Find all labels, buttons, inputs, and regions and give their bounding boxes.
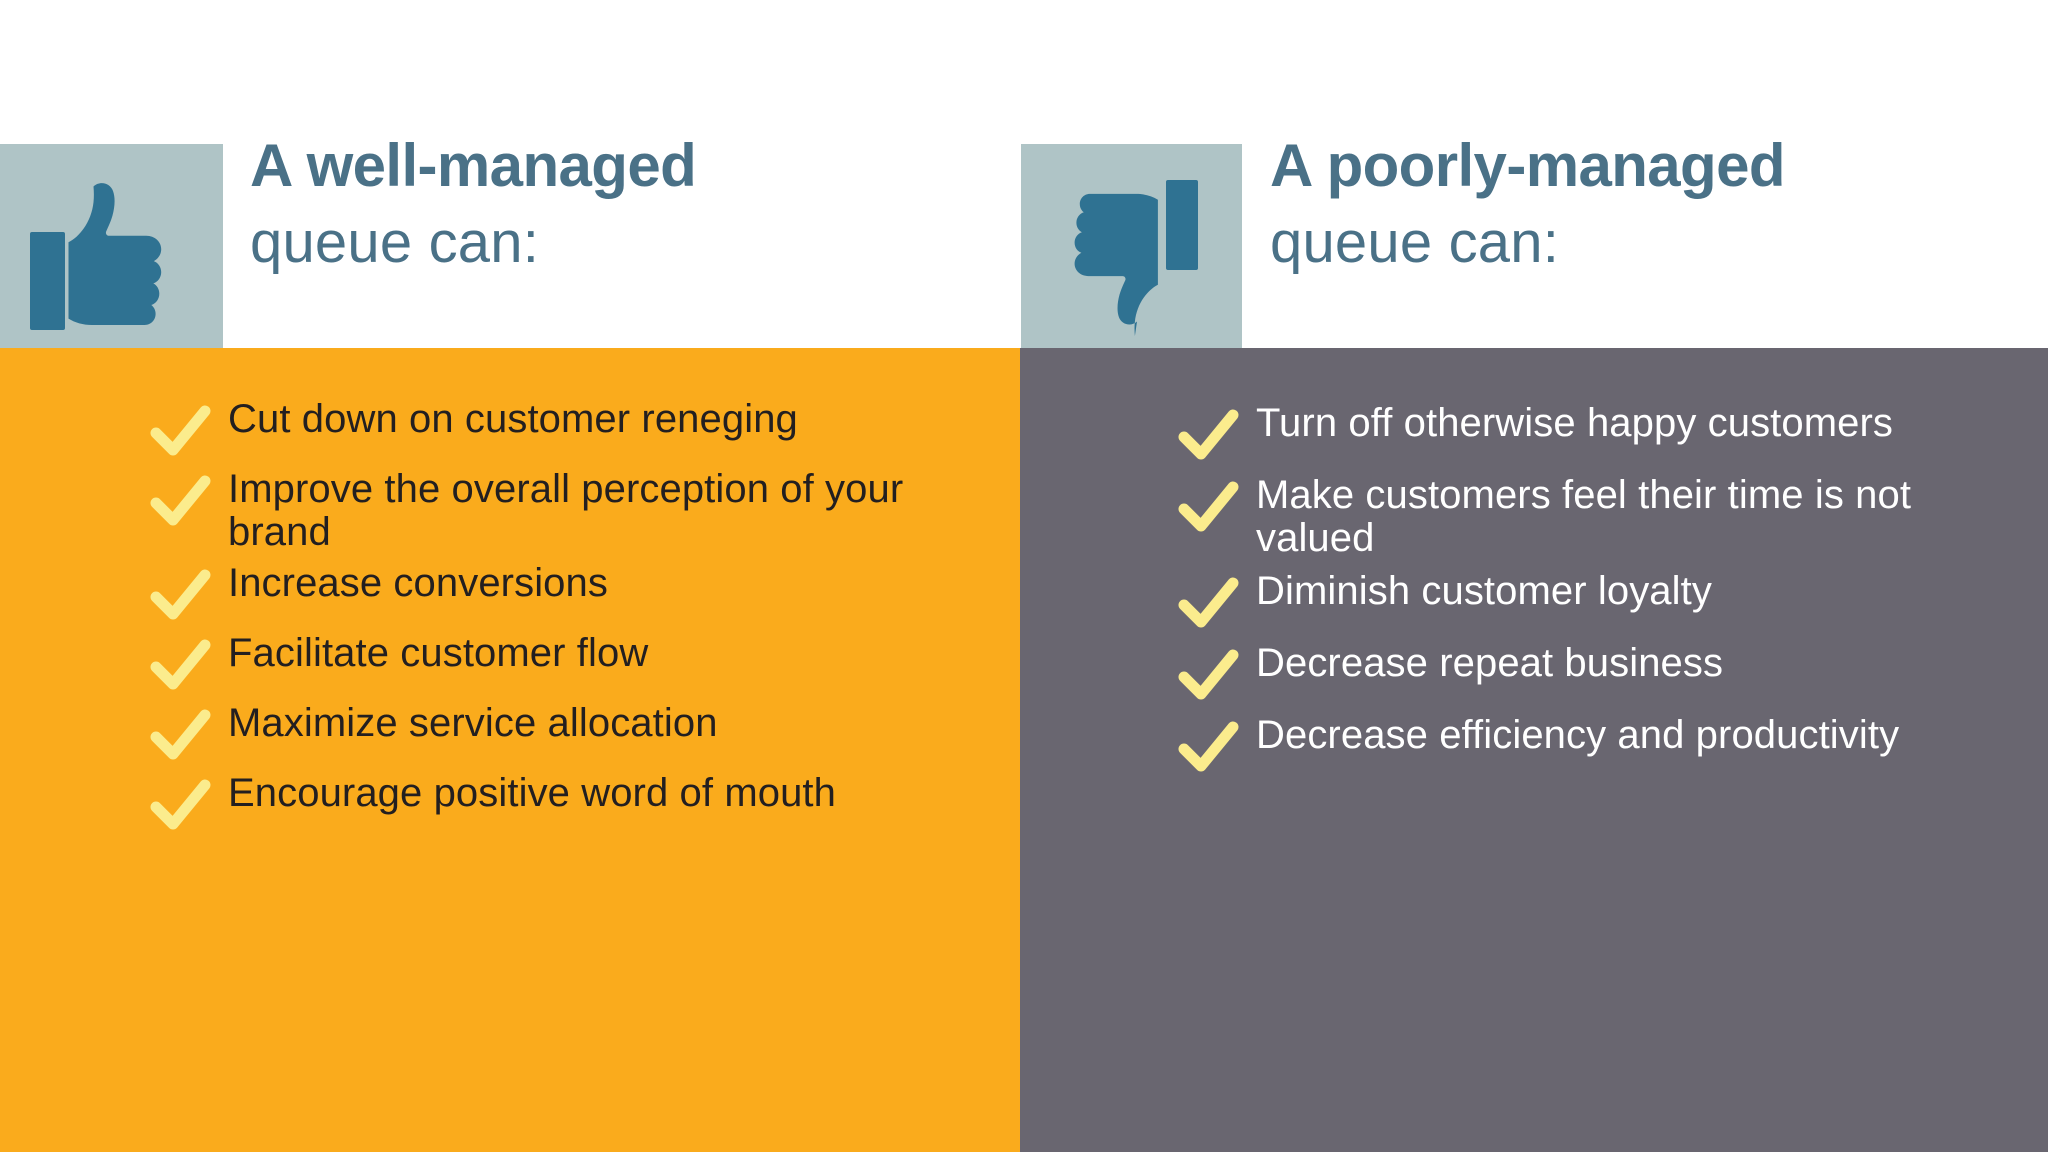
positive-heading-line1: A well-managed xyxy=(250,132,697,199)
list-item-label: Diminish customer loyalty xyxy=(1256,568,1712,613)
list-item-label: Improve the overall perception of your b… xyxy=(228,467,904,554)
check-icon xyxy=(150,404,212,460)
list-item-label: Increase conversions xyxy=(228,560,608,605)
list-item: Decrease repeat business xyxy=(1178,640,1978,704)
positive-heading: A well-managed queue can: xyxy=(250,132,697,275)
thumbs-down-tile xyxy=(1021,144,1242,348)
list-item-label: Maximize service allocation xyxy=(228,700,718,745)
list-item: Maximize service allocation xyxy=(150,700,930,764)
list-item: Increase conversions xyxy=(150,560,930,624)
check-icon xyxy=(1178,480,1240,536)
positive-benefits-list: Cut down on customer reneging Improve th… xyxy=(150,398,930,842)
check-icon xyxy=(150,638,212,694)
list-item: Improve the overall perception of your b… xyxy=(150,468,930,554)
check-icon xyxy=(1178,720,1240,776)
check-icon xyxy=(1178,408,1240,464)
list-item-label: Encourage positive word of mouth xyxy=(228,770,836,815)
thumbs-down-icon xyxy=(1074,180,1198,336)
header-strip: A well-managed queue can: A poorly-manag… xyxy=(0,0,2048,348)
check-icon xyxy=(1178,648,1240,704)
list-item: Cut down on customer reneging xyxy=(150,398,930,460)
list-item: Diminish customer loyalty xyxy=(1178,568,1978,632)
list-item-label: Decrease efficiency and productivity xyxy=(1256,712,1900,757)
check-icon xyxy=(150,474,212,530)
negative-consequences-list: Turn off otherwise happy customers Make … xyxy=(1178,402,1978,786)
list-item: Turn off otherwise happy customers xyxy=(1178,402,1978,464)
list-item: Facilitate customer flow xyxy=(150,630,930,694)
thumbs-up-tile xyxy=(0,144,223,348)
negative-heading: A poorly-managed queue can: xyxy=(1270,132,1786,275)
positive-heading-line2: queue can: xyxy=(250,210,540,275)
list-item-label: Turn off otherwise happy customers xyxy=(1256,401,1894,445)
check-icon xyxy=(150,778,212,834)
thumbs-up-icon xyxy=(30,183,162,330)
list-item-label: Make customers feel their time is not va… xyxy=(1256,473,1912,560)
list-item-label: Decrease repeat business xyxy=(1256,640,1724,685)
check-icon xyxy=(150,708,212,764)
check-icon xyxy=(1178,576,1240,632)
negative-heading-line2: queue can: xyxy=(1270,210,1560,275)
list-item-label: Cut down on customer reneging xyxy=(228,397,798,441)
list-item-label: Facilitate customer flow xyxy=(228,630,649,675)
check-icon xyxy=(150,568,212,624)
negative-heading-line1: A poorly-managed xyxy=(1270,132,1786,199)
list-item: Decrease efficiency and productivity xyxy=(1178,712,1978,776)
list-item: Encourage positive word of mouth xyxy=(150,770,930,834)
list-item: Make customers feel their time is not va… xyxy=(1178,474,1978,560)
